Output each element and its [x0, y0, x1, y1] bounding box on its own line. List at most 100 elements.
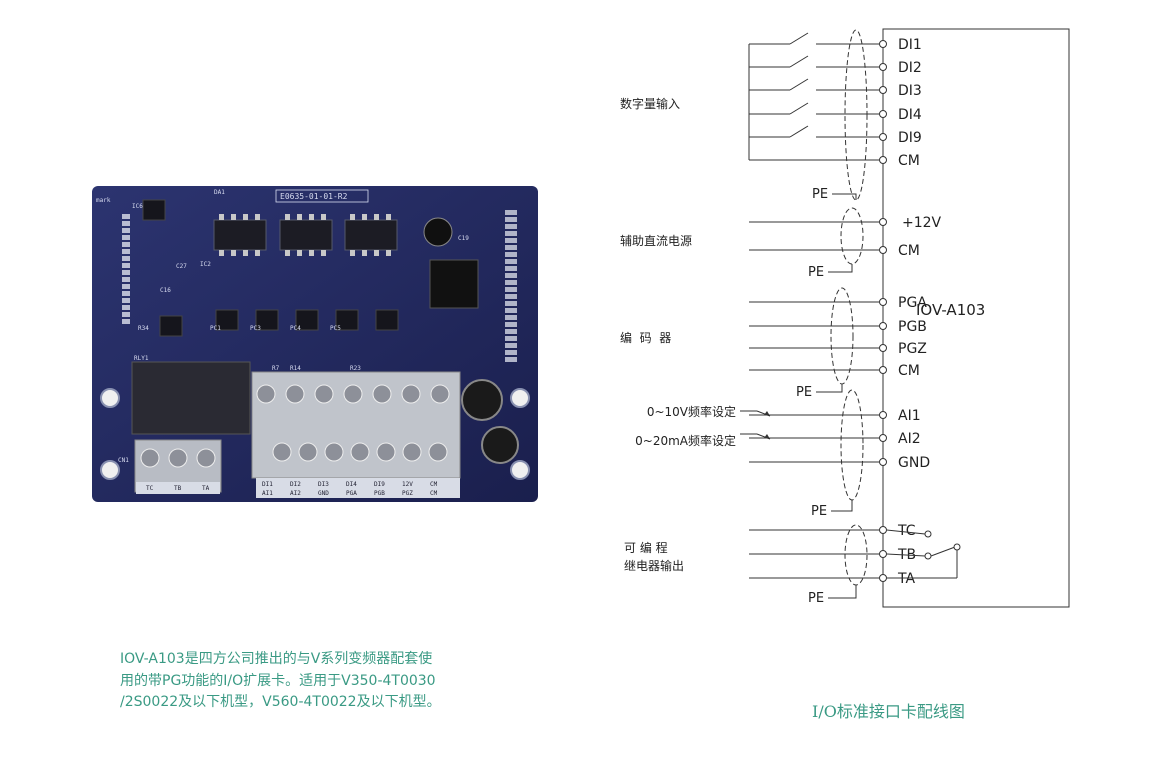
mounting-hole: [100, 460, 120, 480]
small-ic: [375, 309, 399, 331]
strip-label-top: DI4: [346, 481, 357, 488]
shield-ellipse: [840, 389, 864, 501]
terminal-dot: [879, 110, 887, 118]
terminal-dot: [879, 133, 887, 141]
optocoupler-ic: [279, 219, 333, 251]
terminal-dot: [879, 86, 887, 94]
relay-tc-contact: [924, 530, 932, 538]
strip-label-bottom: PGZ: [402, 490, 413, 497]
edge-connector-pin: [505, 217, 517, 222]
strip-label-top: DI3: [318, 481, 329, 488]
header-pin: [122, 319, 130, 324]
pe-label: PE: [812, 187, 828, 202]
silk-label: RLY1: [134, 355, 149, 362]
pe-label: PE: [811, 504, 827, 519]
strip-label-bottom: PGB: [374, 490, 385, 497]
edge-connector-pin: [505, 343, 517, 348]
silk-label: PC5: [330, 325, 341, 332]
header-pin: [122, 221, 130, 226]
header-pin: [122, 256, 130, 261]
ic-pin: [255, 250, 260, 256]
terminal-label-ai1: AI1: [898, 408, 921, 424]
screw: [350, 442, 370, 462]
ic-pin: [350, 214, 355, 220]
strip-label-bottom: GND: [318, 490, 329, 497]
screw: [256, 384, 276, 404]
relay-strip-label: TB: [174, 485, 182, 492]
terminal-dot: [879, 574, 887, 582]
ic-pin: [350, 250, 355, 256]
relay-arm: [930, 546, 956, 557]
terminal-label-di2: DI2: [898, 60, 922, 76]
terminal-label-pga: PGA: [898, 295, 927, 311]
screw: [168, 448, 188, 468]
terminal-dot: [879, 218, 887, 226]
ic-pin: [243, 214, 248, 220]
relay-pivot: [953, 543, 961, 551]
relay-label-strip: [136, 482, 220, 494]
relay-strip-label: TC: [146, 485, 154, 492]
ic-pin: [386, 250, 391, 256]
silk-label: R7: [272, 365, 280, 372]
ic-pin: [255, 214, 260, 220]
ic-pin: [297, 250, 302, 256]
terminal-dot: [879, 458, 887, 466]
switch-contact: [789, 55, 809, 68]
strip-label-top: DI2: [290, 481, 301, 488]
screw: [298, 442, 318, 462]
screw: [140, 448, 160, 468]
mounting-hole: [510, 388, 530, 408]
silk-label: R14: [290, 365, 301, 372]
strip-label-bottom: AI2: [290, 490, 301, 497]
screw: [372, 384, 392, 404]
pe-label: PE: [796, 385, 812, 400]
capacitor-large: [481, 426, 519, 464]
silk-label: IC6: [132, 203, 143, 210]
ic-pin: [219, 214, 224, 220]
edge-connector-pin: [505, 287, 517, 292]
edge-connector-pin: [505, 329, 517, 334]
small-ic: [215, 309, 239, 331]
terminal-dot: [879, 246, 887, 254]
relay: [131, 361, 251, 435]
relay-tb-lead: [886, 553, 926, 557]
ic-pin: [309, 250, 314, 256]
label-strip: [256, 478, 460, 498]
edge-connector-pin: [505, 336, 517, 341]
group-label-5: 可 编 程: [624, 540, 668, 555]
switch-contact: [789, 102, 809, 115]
terminal-dot: [879, 156, 887, 164]
strip-label-top: DI1: [262, 481, 273, 488]
module-label: IOV-A103: [916, 301, 985, 319]
switch-contact: [789, 78, 809, 91]
group-label-4: 0~20mA频率设定: [635, 433, 736, 448]
pe-lead: [828, 585, 857, 599]
terminal-label-ta: TA: [897, 571, 915, 587]
edge-connector-pin: [505, 259, 517, 264]
terminal-dot: [879, 344, 887, 352]
screw: [428, 442, 448, 462]
terminal-label-cm: CM: [898, 243, 920, 259]
group-label-1: 辅助直流电源: [620, 234, 692, 248]
pe-label: PE: [808, 265, 824, 280]
silk-label: PC1: [210, 325, 221, 332]
ic-pin: [243, 250, 248, 256]
terminal-dot: [879, 322, 887, 330]
edge-connector-pin: [505, 322, 517, 327]
screw: [402, 442, 422, 462]
shield-ellipse: [844, 524, 868, 586]
small-ic: [142, 199, 166, 221]
strip-label-top: DI9: [374, 481, 385, 488]
caption-line-3: /2S0022及以下机型，V560-4T0022及以下机型。: [120, 694, 441, 710]
mounting-hole: [100, 388, 120, 408]
optocoupler-ic: [344, 219, 398, 251]
terminal-dot: [879, 550, 887, 558]
strip-label-top: CM: [430, 481, 438, 488]
silk-label: PC3: [250, 325, 261, 332]
terminal-label-pgz: PGZ: [898, 341, 927, 357]
board-code: E0635-01-01-R2: [280, 192, 348, 201]
edge-connector-pin: [505, 231, 517, 236]
ic-pin: [219, 250, 224, 256]
